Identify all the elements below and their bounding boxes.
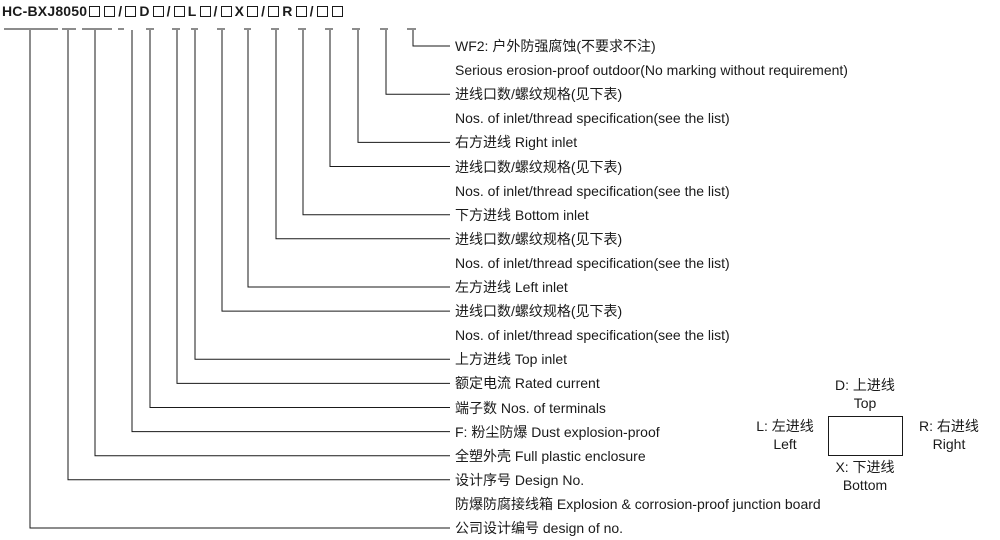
leader-line — [275, 30, 450, 240]
right-inlet-en: Right — [932, 436, 966, 452]
description-row: 公司设计编号 design of no. — [455, 520, 624, 536]
leader-line — [149, 30, 450, 408]
code-placeholder-box — [152, 6, 164, 17]
leader-line — [302, 30, 450, 216]
code-literal: / — [213, 3, 218, 19]
code-literal: X — [234, 3, 245, 19]
code-literal: / — [118, 3, 123, 19]
code-placeholder-box — [331, 6, 343, 17]
description-row: 防爆防腐接线箱 Explosion & corrosion-proof junc… — [455, 495, 821, 512]
description-row: 左方进线 Left inlet — [455, 279, 568, 295]
description-row: 进线口数/螺纹规格(见下表) — [455, 303, 623, 320]
right-inlet-cn: R: 右进线 — [919, 418, 979, 434]
model-code: HC-BXJ8050 / D / L / X / R / — [2, 0, 345, 22]
description-row: 端子数 Nos. of terminals — [455, 399, 606, 416]
right-inlet-label: R: 右进线 Right — [906, 417, 992, 453]
code-literal: / — [309, 3, 314, 19]
code-literal: R — [282, 3, 293, 19]
leader-line — [94, 30, 450, 457]
leader-line — [329, 30, 450, 167]
model-segments: / D / L / X / R / — [87, 3, 344, 19]
leader-line — [247, 30, 450, 288]
leader-line — [194, 30, 450, 360]
leader-line — [412, 30, 450, 47]
code-literal: D — [139, 3, 150, 19]
leader-line — [29, 30, 450, 529]
top-inlet-label: D: 上进线 Top — [820, 376, 910, 412]
description-row: WF2: 户外防强腐蚀(不要求不注) — [455, 38, 656, 54]
left-inlet-label: L: 左进线 Left — [745, 417, 825, 453]
description-row: Nos. of inlet/thread specification(see t… — [455, 182, 730, 199]
code-placeholder-box — [268, 6, 280, 17]
description-row: Nos. of inlet/thread specification(see t… — [455, 327, 730, 344]
description-row: Nos. of inlet/thread specification(see t… — [455, 110, 730, 127]
description-row: 额定电流 Rated current — [455, 375, 600, 392]
top-inlet-cn: D: 上进线 — [835, 377, 895, 393]
leader-line — [67, 30, 450, 481]
code-placeholder-box — [247, 6, 259, 17]
leader-line — [176, 30, 450, 384]
left-inlet-en: Left — [773, 436, 797, 452]
description-row: Serious erosion-proof outdoor(No marking… — [455, 62, 848, 79]
left-inlet-cn: L: 左进线 — [756, 418, 814, 434]
description-row: 进线口数/螺纹规格(见下表) — [455, 158, 623, 175]
code-placeholder-box — [125, 6, 137, 17]
description-row: 下方进线 Bottom inlet — [455, 206, 589, 223]
bottom-inlet-cn: X: 下进线 — [835, 459, 895, 475]
code-placeholder-box — [173, 6, 185, 17]
code-literal: / — [261, 3, 266, 19]
code-placeholder-box — [104, 6, 116, 17]
description-row: 上方进线 Top inlet — [455, 351, 568, 368]
description-row: Nos. of inlet/thread specification(see t… — [455, 254, 730, 271]
top-inlet-en: Top — [853, 395, 877, 411]
bottom-inlet-en: Bottom — [842, 477, 888, 493]
code-placeholder-box — [295, 6, 307, 17]
bottom-inlet-label: X: 下进线 Bottom — [820, 458, 910, 494]
code-placeholder-box — [199, 6, 211, 17]
code-placeholder-box — [316, 6, 328, 17]
code-placeholder-box — [220, 6, 232, 17]
description-row: 全塑外壳 Full plastic enclosure — [455, 447, 646, 464]
junction-box-outline — [828, 416, 903, 456]
code-placeholder-box — [89, 6, 101, 17]
leader-line — [357, 30, 450, 143]
description-row: F: 粉尘防爆 Dust explosion-proof — [455, 423, 660, 440]
description-row: 设计序号 Design No. — [455, 471, 585, 488]
leader-line — [385, 30, 450, 95]
description-row: 进线口数/螺纹规格(见下表) — [455, 230, 623, 247]
description-row: 右方进线 Right inlet — [455, 134, 578, 151]
code-literal: / — [166, 3, 171, 19]
description-row: 进线口数/螺纹规格(见下表) — [455, 86, 623, 103]
model-prefix: HC-BXJ8050 — [2, 3, 88, 19]
code-literal: L — [187, 3, 197, 19]
leader-line — [221, 30, 450, 312]
leader-line — [131, 30, 450, 433]
